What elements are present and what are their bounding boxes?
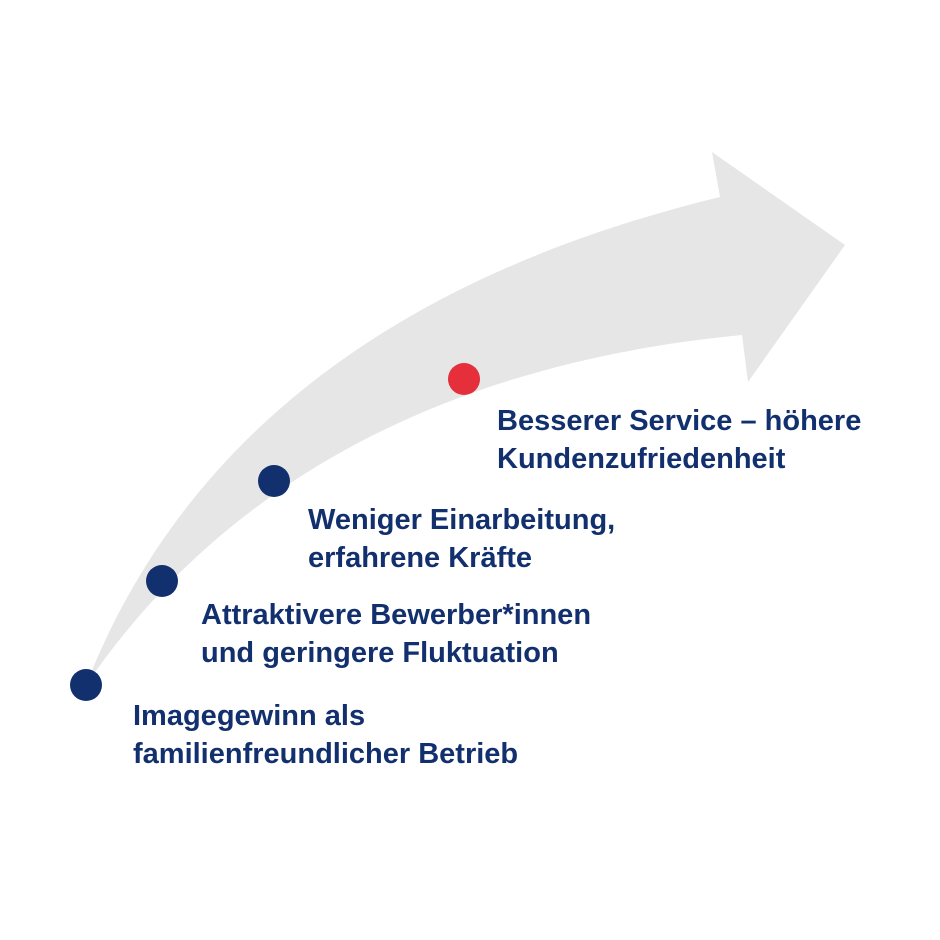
milestone-label-2-line-2: und geringere Fluktuation xyxy=(201,637,559,669)
milestone-dot-2 xyxy=(146,565,178,597)
milestone-dot-3 xyxy=(258,465,290,497)
milestone-label-4: Besserer Service – höhere Kundenzufriede… xyxy=(497,402,861,478)
milestone-label-4-line-1: Besserer Service – höhere xyxy=(497,405,862,437)
milestone-label-3: Weniger Einarbeitung, erfahrene Kräfte xyxy=(308,501,615,577)
milestone-label-3-line-2: erfahrene Kräfte xyxy=(308,542,533,574)
growth-arrow xyxy=(86,152,845,685)
milestone-dot-4 xyxy=(448,363,480,395)
milestone-label-3-line-1: Weniger Einarbeitung, xyxy=(308,504,616,536)
milestone-label-2: Attraktivere Bewerber*innen und geringer… xyxy=(201,596,591,672)
milestone-label-1: Imagegewinn als familienfreundlicher Bet… xyxy=(133,697,518,773)
milestone-label-2-line-1: Attraktivere Bewerber*innen xyxy=(201,599,592,631)
milestone-label-1-line-1: Imagegewinn als xyxy=(133,700,366,732)
milestone-dot-1 xyxy=(70,669,102,701)
milestone-label-4-line-2: Kundenzufriedenheit xyxy=(497,443,786,475)
milestone-label-1-line-2: familienfreundlicher Betrieb xyxy=(133,738,519,770)
